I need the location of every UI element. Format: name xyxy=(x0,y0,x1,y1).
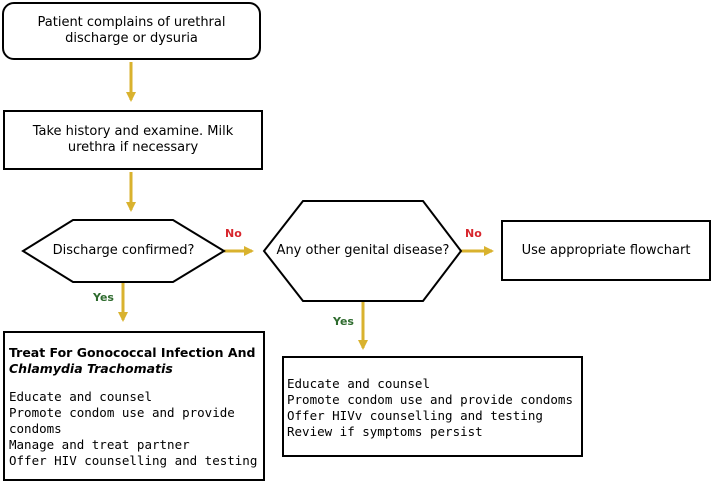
other-yes-label: Yes xyxy=(333,315,354,328)
educate-item: Review if symptoms persist xyxy=(287,424,483,439)
treat-item: Promote condom use and provide condoms xyxy=(9,405,243,436)
history-node: Take history and examine. Milk urethra i… xyxy=(3,110,263,170)
discharge-yes-label: Yes xyxy=(93,291,114,304)
treat-title-line1: Treat For Gonococcal Infection And xyxy=(9,345,256,360)
treat-item: Offer HIV counselling and testing xyxy=(9,453,258,468)
other-disease-decision-shape xyxy=(262,200,463,302)
educate-item: Educate and counsel xyxy=(287,376,430,391)
treat-title-line2: Chlamydia Trachomatis xyxy=(9,361,173,376)
start-node: Patient complains of urethral discharge … xyxy=(2,2,261,60)
discharge-decision-shape xyxy=(21,219,226,283)
treat-item: Manage and treat partner xyxy=(9,437,190,452)
treat-node: Treat For Gonococcal Infection And Chlam… xyxy=(3,331,265,481)
start-node-text: Patient complains of urethral discharge … xyxy=(37,15,226,46)
appropriate-flowchart-text: Use appropriate flowchart xyxy=(521,242,691,258)
educate-item: Promote condom use and provide condoms xyxy=(287,392,573,407)
discharge-no-label: No xyxy=(225,227,242,240)
educate-item: Offer HIVv counselling and testing xyxy=(287,408,543,423)
educate-node: Educate and counsel Promote condom use a… xyxy=(282,356,583,457)
discharge-question-text: Discharge confirmed? xyxy=(52,243,195,258)
history-node-text: Take history and examine. Milk urethra i… xyxy=(32,124,234,155)
other-no-label: No xyxy=(465,227,482,240)
treat-item: Educate and counsel xyxy=(9,389,152,404)
other-disease-question-text: Any other genital disease? xyxy=(276,243,450,258)
appropriate-flowchart-node: Use appropriate flowchart xyxy=(501,220,711,281)
